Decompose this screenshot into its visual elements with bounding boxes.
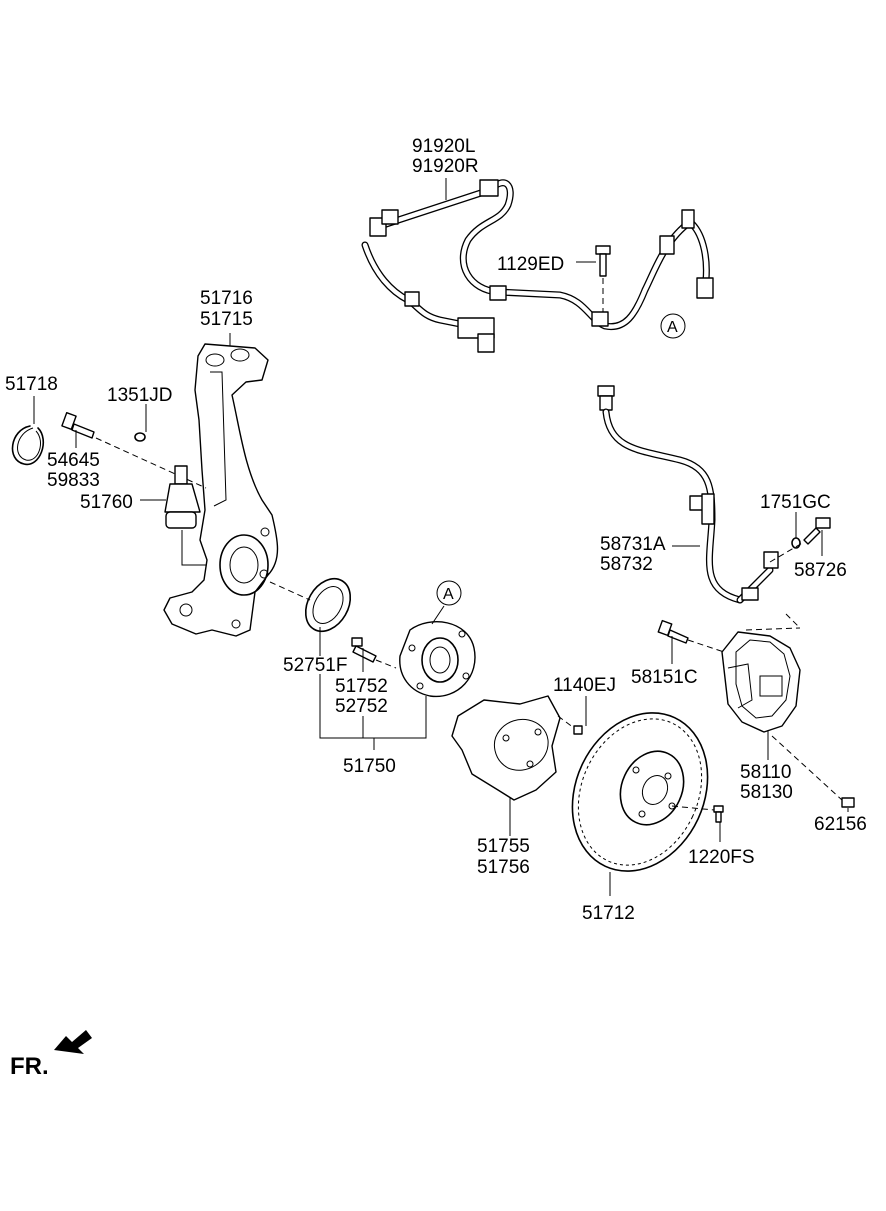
label-1351JD: 1351JD (107, 385, 173, 406)
label-52752: 52752 (335, 696, 388, 717)
fr-label: FR. (10, 1053, 49, 1080)
dust-cover-52751F (304, 577, 352, 633)
label-58726: 58726 (794, 560, 847, 581)
front-direction-indicator: FR. (10, 1030, 92, 1080)
screw-1140EJ (573, 725, 583, 735)
washer-1351JD (134, 432, 146, 442)
label-1220FS: 1220FS (688, 847, 755, 868)
banjo-bolt-58726 (803, 517, 831, 545)
front-direction-arrow-icon (54, 1030, 92, 1054)
label-51760: 51760 (80, 492, 133, 513)
bolt-1129ED (595, 245, 611, 277)
label-51752: 51752 (335, 676, 388, 697)
label-52751F: 52751F (283, 655, 347, 676)
wheel-hub-51750 (399, 621, 476, 698)
label-51755: 51755 (477, 836, 530, 857)
dust-shield-51755 (451, 695, 561, 801)
snap-ring-51718 (11, 425, 44, 465)
bolt-58151C (657, 619, 689, 644)
brake-hose-58731A (597, 385, 779, 604)
screw-1220FS (713, 805, 724, 823)
label-58731A: 58731A (600, 534, 666, 555)
steering-knuckle (163, 343, 279, 637)
label-58151C: 58151C (631, 667, 698, 688)
label-91920R: 91920R (412, 156, 479, 177)
svg-text:A: A (443, 586, 454, 603)
label-54645: 54645 (47, 450, 100, 471)
reference-marker-a-top: A (660, 313, 686, 339)
label-51716: 51716 (200, 288, 253, 309)
label-62156: 62156 (814, 814, 867, 835)
svg-text:A: A (667, 319, 678, 336)
label-59833: 59833 (47, 470, 100, 491)
ball-joint-51760 (164, 465, 201, 529)
label-51712: 51712 (582, 903, 635, 924)
reference-marker-a-hub: A (436, 580, 462, 606)
label-1140EJ: 1140EJ (553, 675, 616, 696)
label-58130: 58130 (740, 782, 793, 803)
label-51756: 51756 (477, 857, 530, 878)
label-51718: 51718 (5, 374, 58, 395)
label-91920L: 91920L (412, 136, 475, 157)
label-51715: 51715 (200, 309, 253, 330)
wheel-speed-sensor-cable (361, 179, 714, 353)
label-51750: 51750 (343, 756, 396, 777)
label-58110: 58110 (740, 762, 791, 783)
label-1751GC: 1751GC (760, 492, 831, 513)
brake-disc-51712 (571, 712, 709, 872)
bleeder-screw-62156 (841, 797, 855, 808)
brake-caliper-58110 (721, 631, 801, 733)
wheel-bolt-51752 (351, 637, 377, 663)
bolt-54645 (61, 412, 95, 439)
label-1129ED: 1129ED (497, 254, 564, 275)
label-58732: 58732 (600, 554, 653, 575)
